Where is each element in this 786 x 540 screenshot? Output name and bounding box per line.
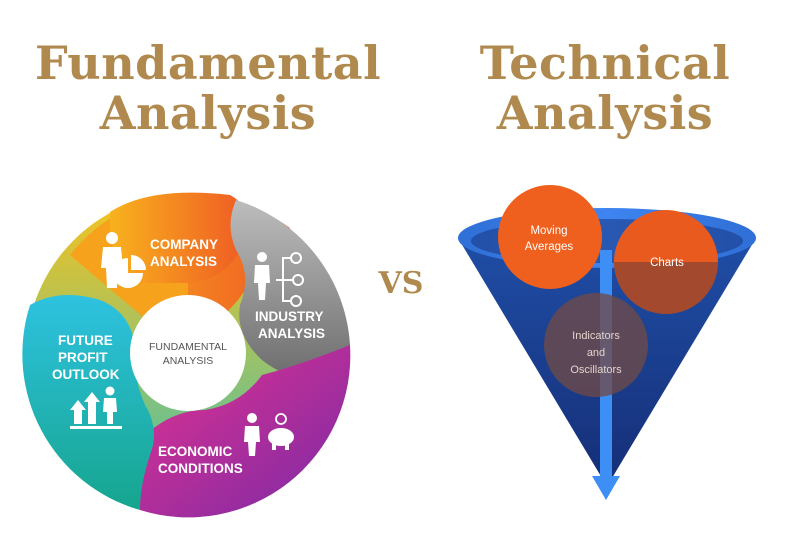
circle-charts-shade <box>614 262 718 314</box>
future-label-line-1: FUTURE <box>58 333 113 348</box>
title-line-2: Analysis <box>496 86 714 140</box>
segment-industry-analysis <box>230 200 350 379</box>
growth-arrows-icon <box>70 386 122 429</box>
businessman-network-icon <box>254 252 304 307</box>
title-line-1: Fundamental <box>34 36 382 90</box>
businessman-piggy-bank-icon <box>244 413 294 456</box>
industry-label-line-2: ANALYSIS <box>258 326 325 341</box>
funnel-arrow-head <box>592 476 620 500</box>
indicators-line-2: and <box>587 347 605 359</box>
title-line-2: Analysis <box>99 86 317 140</box>
indicators-line-3: Oscillators <box>570 364 622 376</box>
indicators-line-1: Indicators <box>572 330 620 342</box>
fundamental-wheel: FUNDAMENTAL ANALYSIS COMPANY ANALYSIS IN… <box>22 192 351 518</box>
circle-indicators-oscillators <box>544 293 648 397</box>
technical-funnel: Moving Averages Charts Indicators and Os… <box>458 185 756 500</box>
moving-averages-line-1: Moving <box>530 225 567 237</box>
circle-moving-averages <box>498 185 602 289</box>
fundamental-analysis-title: Fundamental Analysis <box>28 38 388 138</box>
future-label-line-3: OUTLOOK <box>52 367 120 382</box>
wheel-center <box>130 295 246 411</box>
economic-label-line-1: ECONOMIC <box>158 444 233 459</box>
segment-company-lobe <box>109 192 248 283</box>
industry-label-line-1: INDUSTRY <box>255 309 324 324</box>
segment-economic-conditions <box>130 345 351 518</box>
center-label-line-1: FUNDAMENTAL <box>149 341 227 353</box>
economic-label-line-2: CONDITIONS <box>158 461 243 476</box>
future-label-line-2: PROFIT <box>58 350 108 365</box>
charts-line-1: Charts <box>650 257 684 269</box>
company-label-line-1: COMPANY <box>150 237 218 252</box>
company-label-line-2: ANALYSIS <box>150 254 217 269</box>
technical-analysis-title: Technical Analysis <box>440 38 770 138</box>
title-line-1: Technical <box>479 36 731 90</box>
vs-label: VS <box>378 266 424 301</box>
moving-averages-line-2: Averages <box>525 241 574 253</box>
businessman-pie-chart-icon <box>101 232 146 288</box>
center-label-line-2: ANALYSIS <box>163 355 214 367</box>
